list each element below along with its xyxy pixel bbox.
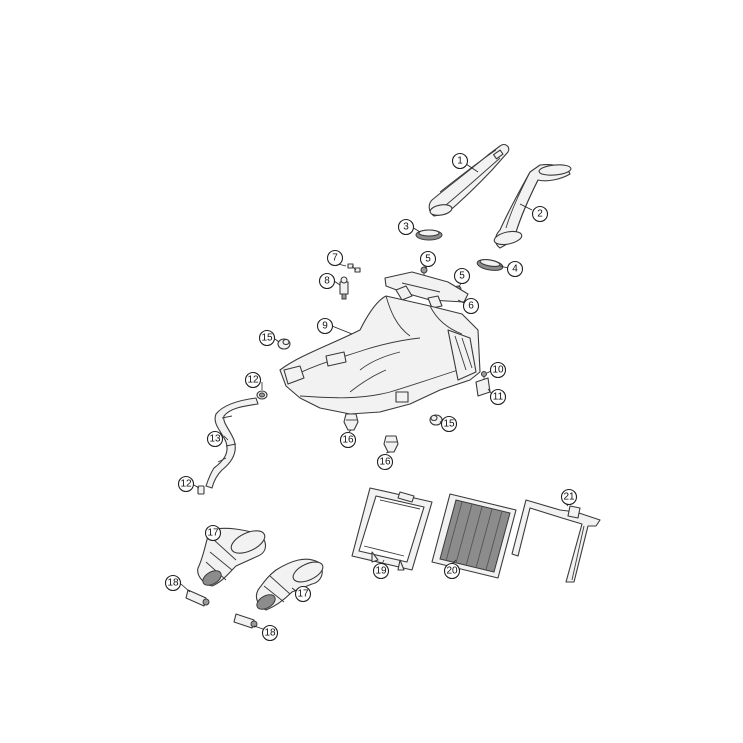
part-21-filter-cage: [511, 499, 601, 583]
callout-10: 10: [489, 361, 507, 379]
callout-6-label: 6: [468, 301, 474, 312]
part-1-intake-duct: [428, 144, 510, 217]
callout-2-label: 2: [537, 209, 543, 220]
callout-20: 20: [443, 562, 461, 580]
callout-5b-label: 5: [459, 271, 465, 282]
callout-19: 19: [372, 562, 390, 580]
callout-18b: 18: [261, 624, 279, 642]
callout-17b-label: 17: [297, 589, 309, 600]
part-12-clamp-a: [256, 390, 268, 400]
callout-1-label: 1: [457, 156, 463, 167]
part-19-filter-frame: [351, 487, 433, 571]
part-9-airbox: [279, 295, 481, 415]
callout-9: 9: [316, 317, 334, 335]
callout-11-label: 11: [493, 392, 504, 403]
callout-12b-label: 12: [180, 479, 192, 490]
part-17-intake-boot-a: [197, 527, 267, 587]
callout-5a-label: 5: [425, 254, 431, 265]
callout-16b-label: 16: [379, 457, 391, 468]
part-15-plug-b: [429, 414, 443, 426]
callout-8: 8: [318, 272, 336, 290]
callout-2: 2: [531, 205, 549, 223]
part-6-cover-plate: [384, 271, 469, 309]
callout-8-label: 8: [324, 276, 330, 287]
part-13-hose: [205, 397, 259, 489]
callout-16a-label: 16: [342, 435, 354, 446]
callout-18a: 18: [164, 574, 182, 592]
part-15-plug-a: [277, 338, 291, 350]
part-11-bracket: [475, 377, 491, 397]
callout-12b: 12: [177, 475, 195, 493]
part-18-clamp-b: [233, 613, 258, 629]
callout-3: 3: [397, 218, 415, 236]
callout-4: 4: [506, 260, 524, 278]
part-8-valve: [339, 276, 349, 300]
callout-13-label: 13: [209, 434, 221, 445]
callout-10-label: 10: [492, 365, 504, 376]
callout-12a-label: 12: [247, 375, 259, 386]
part-16-mount-a: [343, 413, 359, 431]
callout-7-label: 7: [332, 253, 338, 264]
callout-15b: 15: [440, 415, 458, 433]
callout-16a: 16: [339, 431, 357, 449]
callout-3-label: 3: [403, 222, 409, 233]
callout-13: 13: [206, 430, 224, 448]
callout-17b: 17: [294, 585, 312, 603]
callout-16b: 16: [376, 453, 394, 471]
part-4-grommet: [476, 259, 504, 271]
part-3-grommet: [415, 229, 443, 241]
part-16-mount-b: [383, 435, 399, 453]
callout-4-label: 4: [512, 264, 518, 275]
part-17-intake-boot-b: [255, 558, 324, 611]
part-2-intake-duct: [493, 164, 572, 249]
callout-21: 21: [560, 488, 578, 506]
callout-1: 1: [451, 152, 469, 170]
callout-18a-label: 18: [167, 578, 179, 589]
callout-18b-label: 18: [264, 628, 276, 639]
part-12-clamp-b: [197, 485, 205, 495]
part-18-clamp-a: [185, 589, 210, 607]
callout-20-label: 20: [446, 566, 458, 577]
part-7-clip: [347, 263, 361, 273]
callout-12a: 12: [244, 371, 262, 389]
callout-15a-label: 15: [261, 333, 273, 344]
callout-19-label: 19: [375, 566, 387, 577]
callout-21-label: 21: [563, 492, 575, 503]
callout-15b-label: 15: [443, 419, 455, 430]
callout-5b: 5: [453, 267, 471, 285]
callout-9-label: 9: [322, 321, 328, 332]
callout-17a: 17: [204, 524, 222, 542]
callout-15a: 15: [258, 329, 276, 347]
callout-7: 7: [326, 249, 344, 267]
callout-5a: 5: [419, 250, 437, 268]
callout-17a-label: 17: [207, 528, 219, 539]
part-20-air-filter: [431, 493, 517, 579]
callout-11: 11: [489, 388, 507, 406]
callout-6: 6: [462, 297, 480, 315]
